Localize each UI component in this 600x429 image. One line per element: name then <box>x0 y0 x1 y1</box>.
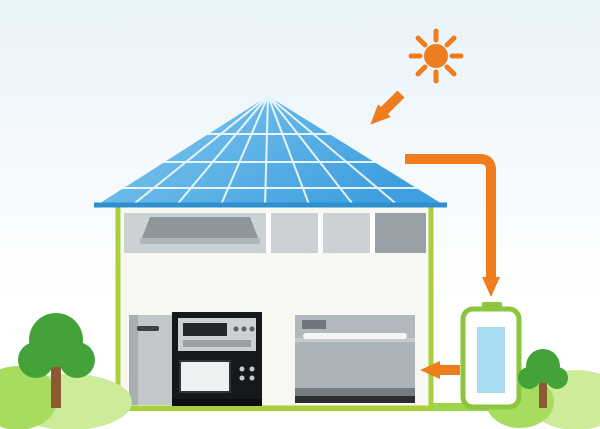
storage-battery <box>460 302 522 410</box>
dishwasher-kick-plate <box>295 388 415 396</box>
sun-ray <box>415 35 428 48</box>
sun-ray <box>444 35 457 48</box>
dishwasher-door <box>295 342 415 388</box>
dark-window-pane <box>375 213 426 253</box>
tree-left <box>18 313 95 408</box>
sun-core <box>424 44 448 68</box>
dishwasher <box>295 315 415 403</box>
window-mullion <box>318 213 323 253</box>
tree-foliage <box>29 313 83 367</box>
house <box>115 202 434 411</box>
tree-right <box>518 349 568 408</box>
oven-display <box>183 323 227 336</box>
oven-button <box>233 326 239 332</box>
sun-ray <box>444 64 457 77</box>
window-band <box>124 213 426 253</box>
oven-microwave-stack <box>172 312 262 406</box>
dishwasher-handle <box>303 333 407 339</box>
microwave-button <box>239 366 245 372</box>
tree-trunk <box>539 378 547 408</box>
oven-button-row <box>183 340 251 347</box>
bush-blob <box>0 366 58 429</box>
window-mullion <box>370 213 375 253</box>
dishwasher-display <box>302 320 326 329</box>
sun-rays <box>408 28 464 84</box>
cabinet-handle <box>137 326 159 331</box>
arrow-sun-to-roof <box>370 90 405 125</box>
microwave-button <box>249 366 255 372</box>
microwave-button <box>249 375 255 381</box>
oven-button <box>249 326 255 332</box>
solar-panel-roof <box>94 96 447 208</box>
bush-left <box>0 366 132 429</box>
built-in-cabinet <box>129 315 175 405</box>
vent-hood-flange <box>140 238 260 244</box>
tree-foliage <box>526 349 560 383</box>
microwave-window <box>179 360 231 393</box>
oven-base-strip <box>172 399 262 406</box>
sun-ray <box>415 64 428 77</box>
window-mullion <box>266 213 271 253</box>
cabinet-side-shadow <box>129 315 138 405</box>
vent-hood-icon <box>140 217 260 243</box>
battery-cell <box>477 327 505 393</box>
roof-surface <box>94 96 447 207</box>
oven-button <box>241 326 247 332</box>
dishwasher-base-strip <box>295 396 415 403</box>
tree-trunk <box>51 358 61 408</box>
microwave-button <box>239 375 245 381</box>
arrow-roof-to-battery <box>405 154 500 297</box>
sun-icon <box>408 28 464 84</box>
